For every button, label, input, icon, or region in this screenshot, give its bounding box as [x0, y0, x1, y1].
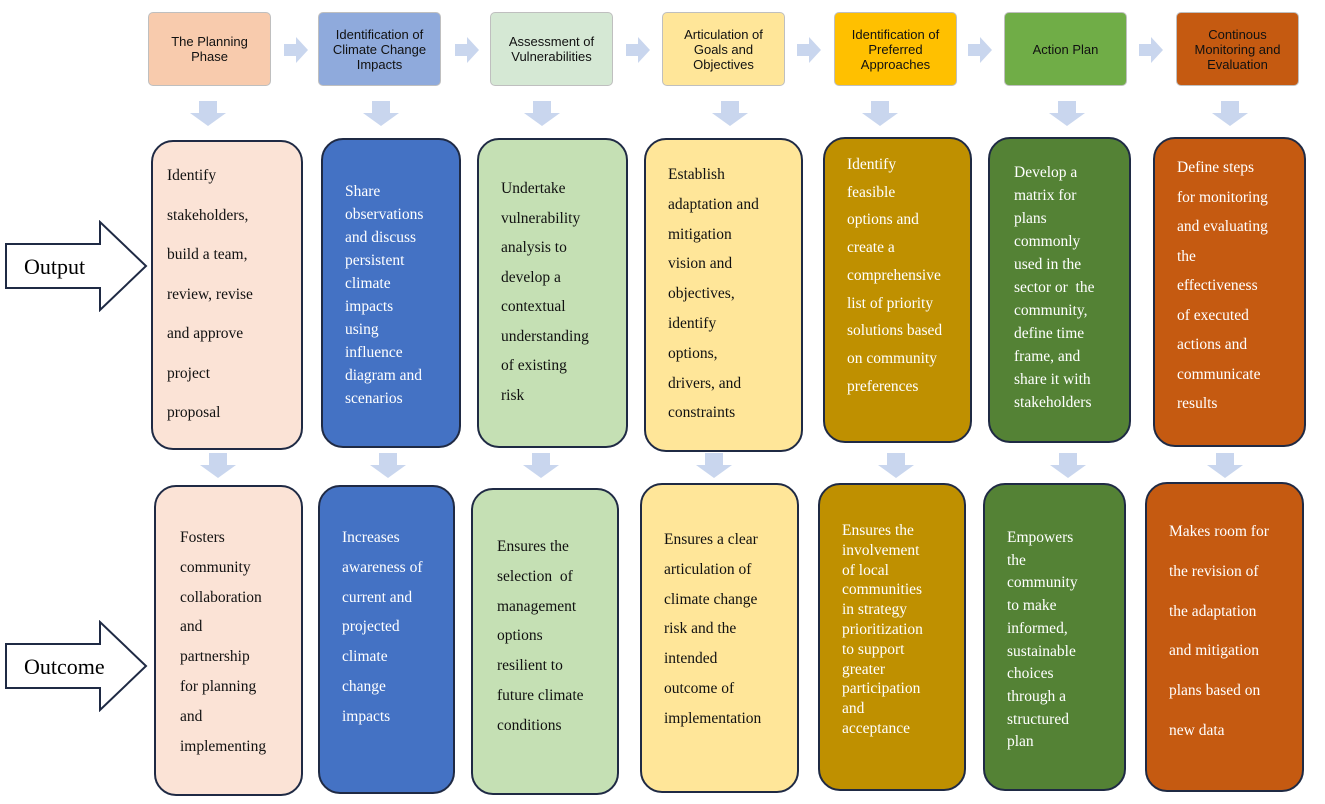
step-header-label: Articulation of Goals and Objectives [684, 26, 763, 72]
right-arrow-icon [284, 37, 308, 63]
output-label-arrow: Output [5, 220, 148, 312]
step-header-label: Action Plan [1032, 41, 1099, 57]
down-arrow-icon [878, 453, 914, 478]
down-arrow-icon [524, 101, 560, 126]
step-header-action-plan: Action Plan [1004, 12, 1127, 86]
step-header-label: Identification of Preferred Approaches [851, 26, 940, 72]
down-arrow-icon [363, 101, 399, 126]
down-arrow-icon [696, 453, 732, 478]
down-arrow-icon [190, 101, 226, 126]
down-arrow-icon [523, 453, 559, 478]
step-header-label: Continous Monitoring and Evaluation [1194, 26, 1281, 72]
down-arrow-icon [1049, 101, 1085, 126]
step-header-climate-impacts: Identification of Climate Change Impacts [318, 12, 441, 86]
down-arrow-icon [862, 101, 898, 126]
down-arrow-icon [1207, 453, 1243, 478]
step-header-preferred-approaches: Identification of Preferred Approaches [834, 12, 957, 86]
down-arrow-icon [712, 101, 748, 126]
step-header-monitoring-evaluation: Continous Monitoring and Evaluation [1176, 12, 1299, 86]
right-arrow-icon [455, 37, 479, 63]
step-header-label: Identification of Climate Change Impacts [332, 26, 427, 72]
right-arrow-icon [1139, 37, 1163, 63]
down-arrow-icon [1050, 453, 1086, 478]
down-arrow-icon [370, 453, 406, 478]
right-arrow-icon [968, 37, 992, 63]
down-arrow-icon [200, 453, 236, 478]
output-label: Output [24, 254, 85, 279]
outcome-label-arrow: Outcome [5, 620, 148, 712]
step-header-planning-phase: The Planning Phase [148, 12, 271, 86]
step-header-label: Assessment of Vulnerabilities [508, 34, 595, 64]
down-arrow-icon [1212, 101, 1248, 126]
right-arrow-icon [626, 37, 650, 63]
step-header-label: The Planning Phase [171, 34, 248, 64]
step-header-vulnerabilities: Assessment of Vulnerabilities [490, 12, 613, 86]
outcome-label: Outcome [24, 654, 105, 679]
step-header-goals-objectives: Articulation of Goals and Objectives [662, 12, 785, 86]
right-arrow-icon [797, 37, 821, 63]
